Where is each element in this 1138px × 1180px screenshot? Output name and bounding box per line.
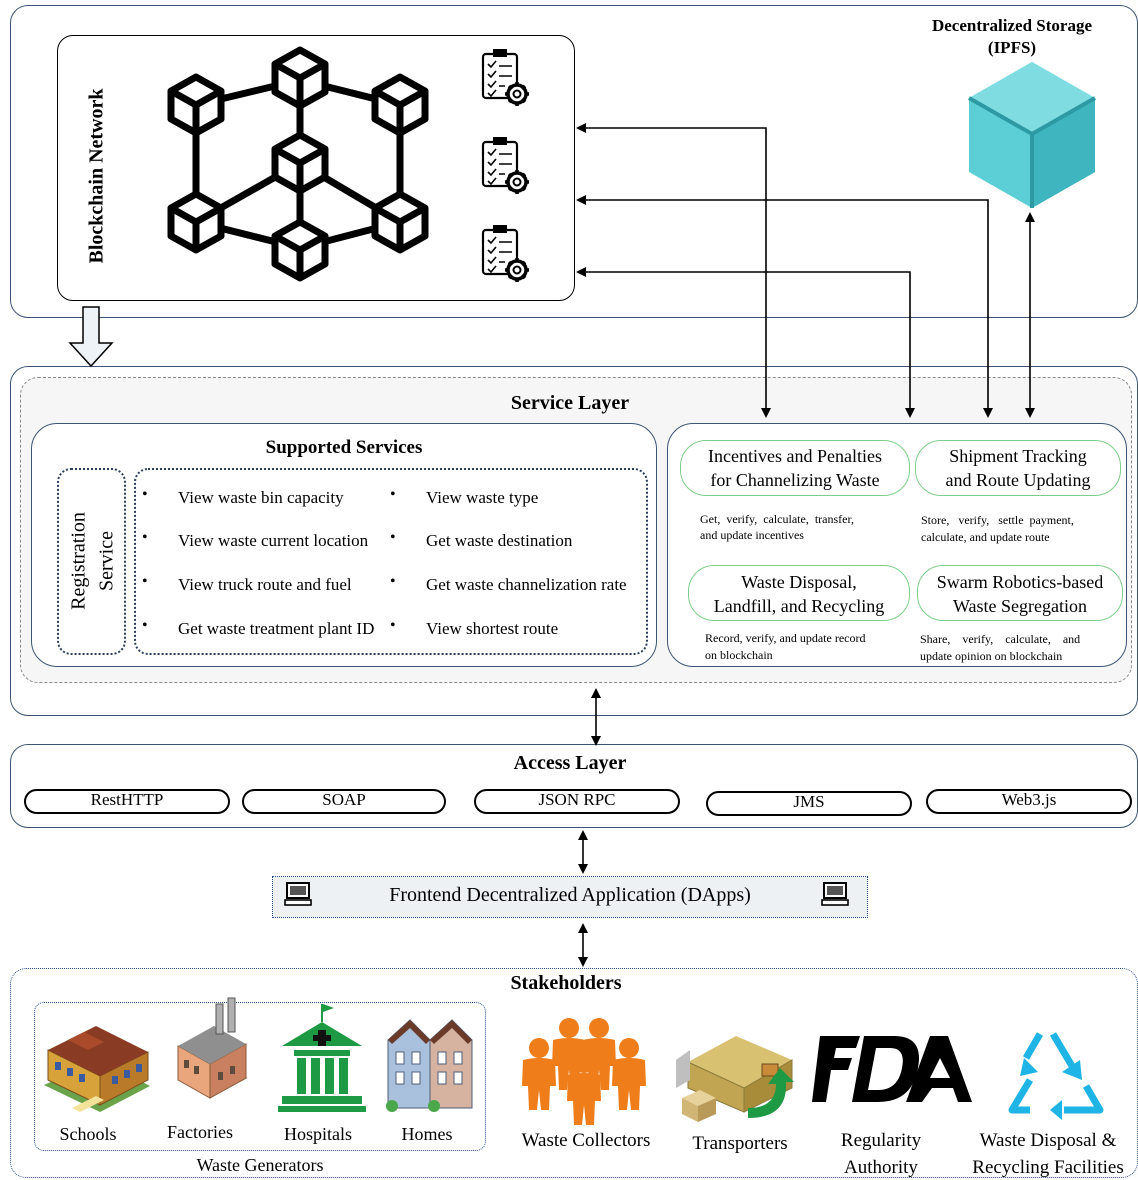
supported-services-title: Supported Services (265, 437, 423, 458)
bullet: • (390, 529, 396, 546)
protocol-jsonrpc (474, 789, 680, 814)
frontend-dapps-label: Frontend Decentralized Application (DApp… (389, 884, 751, 906)
module-shipment (915, 440, 1121, 496)
service-item: Get waste destination (426, 531, 573, 550)
service-item: View waste bin capacity (178, 488, 344, 507)
service-item: Get waste channelization rate (426, 575, 627, 594)
school-building-icon (44, 1026, 150, 1112)
module-disposal-desc1: Record, verify, and update record (705, 631, 866, 645)
stakeholder-label-regulatory-1: Regularity (840, 1130, 922, 1151)
waste-generators-label: Waste Generators (196, 1155, 324, 1175)
service-item: View waste current location (178, 531, 369, 550)
stakeholder-label-disposal-2: Recycling Facilities (972, 1157, 1124, 1178)
module-swarm (917, 565, 1123, 621)
module-shipment-desc2: calculate, and update route (921, 530, 1050, 544)
module-shipment-desc1: Store, verify, settle payment, (921, 513, 1074, 527)
bullet: • (142, 529, 148, 546)
protocol-soap (242, 789, 446, 814)
generator-label-homes: Homes (401, 1124, 453, 1144)
module-disposal (688, 565, 910, 621)
stakeholder-label-transporters: Transporters (692, 1133, 788, 1154)
flow-down-arrow (68, 306, 114, 368)
module-swarm-desc2: update opinion on blockchain (920, 649, 1063, 663)
smart-contract-icon (481, 223, 531, 284)
module-incentives-title2: for Channelizing Waste (710, 470, 880, 490)
service-list-box (134, 468, 648, 655)
stakeholder-label-regulatory-2: Authority (844, 1157, 918, 1178)
computer-icon (821, 882, 849, 906)
waste-generators-box (34, 1002, 486, 1151)
module-shipment-title2: and Route Updating (945, 470, 1091, 490)
module-swarm-title1: Swarm Robotics-based (936, 572, 1104, 592)
bullet: • (390, 486, 396, 503)
service-item: Get waste treatment plant ID (178, 619, 375, 638)
delivery-truck-icon (676, 1036, 794, 1122)
ipfs-title-line2: (IPFS) (987, 38, 1037, 57)
frontend-dapps-box (272, 876, 868, 918)
module-incentives-desc2: and update incentives (700, 528, 804, 542)
bullet: • (142, 617, 148, 634)
service-item: View truck route and fuel (178, 575, 352, 594)
bullet: • (390, 573, 396, 590)
protocol-label: JMS (793, 792, 825, 811)
protocol-resthttp (24, 789, 230, 814)
module-incentives (680, 440, 910, 496)
module-shipment-title1: Shipment Tracking (949, 446, 1087, 466)
stakeholders-title: Stakeholders (510, 972, 622, 994)
generator-label-factories: Factories (167, 1122, 233, 1142)
waste-collectors-icon (522, 1018, 646, 1125)
bullet: • (142, 486, 148, 503)
module-incentives-title1: Incentives and Penalties (708, 446, 882, 466)
protocol-label: Web3.js (1001, 790, 1057, 809)
generator-label-schools: Schools (59, 1124, 117, 1144)
service-item: View shortest route (426, 619, 559, 638)
generator-label-hospitals: Hospitals (283, 1124, 352, 1144)
module-swarm-title2: Waste Segregation (952, 596, 1087, 616)
hospital-icon (278, 1004, 366, 1112)
stakeholder-label-disposal-1: Waste Disposal & (979, 1130, 1117, 1151)
connection-arrows (576, 123, 1035, 967)
recycle-arrowheads (1020, 1058, 1082, 1120)
block-cube-icon (171, 50, 425, 278)
module-disposal-desc2: on blockchain (705, 648, 773, 662)
service-item: View waste type (426, 488, 539, 507)
bullet: • (390, 617, 396, 634)
module-disposal-title1: Waste Disposal, (741, 572, 857, 592)
registration-service-box (57, 468, 126, 655)
recycle-icon (1008, 1032, 1104, 1114)
stakeholder-label-collectors: Waste Collectors (521, 1130, 651, 1151)
smart-contract-icon (481, 47, 531, 108)
module-disposal-title2: Landfill, and Recycling (713, 596, 885, 616)
access-layer-title: Access Layer (513, 752, 627, 774)
module-swarm-desc1: Share, verify, calculate, and (920, 632, 1081, 646)
factory-icon (177, 997, 248, 1099)
protocol-label: JSON RPC (538, 790, 616, 809)
ipfs-cube-icon (968, 62, 1096, 208)
protocol-label: RestHTTP (90, 790, 164, 809)
smart-contract-icon (481, 135, 531, 196)
protocol-web3js (926, 789, 1132, 814)
bullet: • (142, 573, 148, 590)
ipfs-title-line1: Decentralized Storage (931, 16, 1093, 35)
module-incentives-desc1: Get, verify, calculate, transfer, (700, 512, 854, 526)
protocol-label: SOAP (322, 790, 366, 809)
home-icon (386, 1019, 473, 1112)
computer-icon (284, 882, 312, 906)
fda-logo-icon (812, 1036, 972, 1102)
protocol-jms (706, 791, 912, 816)
